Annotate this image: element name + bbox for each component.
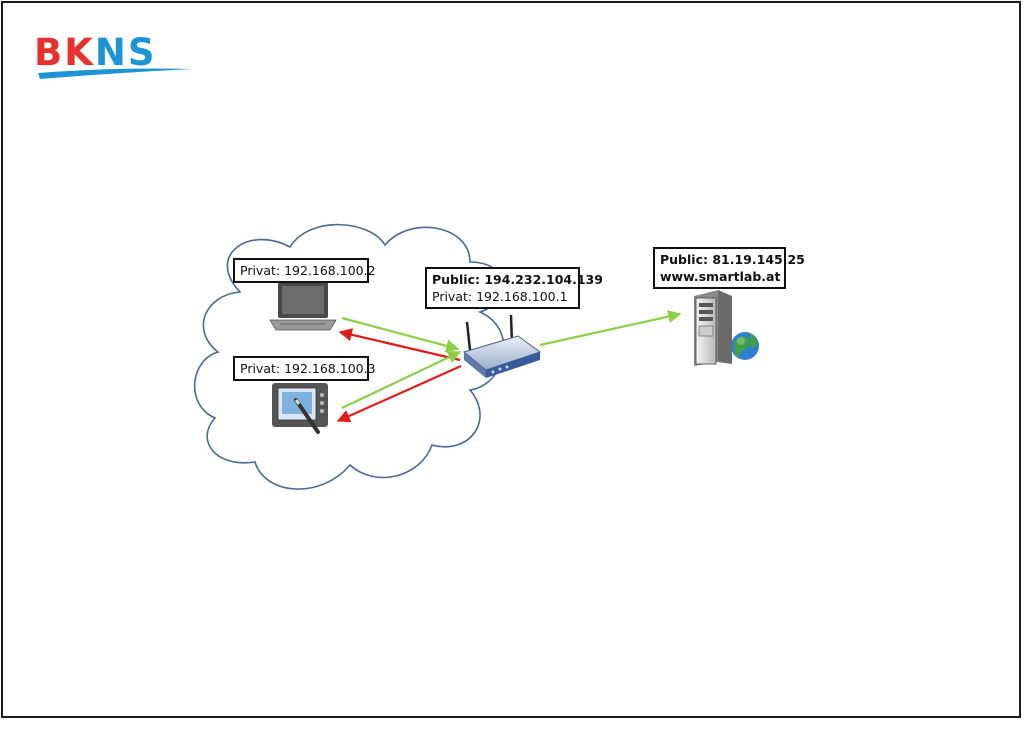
arrow-router-to-server bbox=[539, 310, 682, 347]
laptop-icon bbox=[269, 282, 337, 331]
tablet-ip-label: Privat: 192.168.100.3 bbox=[233, 356, 376, 381]
arrow-router-to-laptop bbox=[338, 328, 461, 362]
tablet-private-ip: Privat: 192.168.100.3 bbox=[240, 361, 376, 376]
bkns-logo: BKNS bbox=[34, 33, 194, 83]
router-ip-label: Public: 194.232.104.139 Privat: 192.168.… bbox=[425, 267, 603, 309]
arrow-router-to-tablet bbox=[336, 364, 462, 423]
logo-swoosh bbox=[38, 68, 192, 79]
router-public-ip: Public: 194.232.104.139 bbox=[432, 272, 603, 287]
logo-text-blue: NS bbox=[94, 31, 157, 74]
router-private-ip: Privat: 192.168.100.1 bbox=[432, 289, 568, 304]
tablet-icon bbox=[272, 383, 328, 434]
logo-text-red: BK bbox=[34, 31, 95, 74]
router-icon bbox=[462, 314, 542, 378]
globe-icon bbox=[731, 332, 759, 360]
server-hostname: www.smartlab.at bbox=[660, 269, 781, 284]
server-ip-label: Public: 81.19.145.25 www.smartlab.at bbox=[653, 247, 805, 289]
laptop-private-ip: Privat: 192.168.100.2 bbox=[240, 263, 376, 278]
server-public-ip: Public: 81.19.145.25 bbox=[660, 252, 805, 267]
arrow-tablet-to-router bbox=[341, 351, 462, 409]
logo-text: BKNS bbox=[34, 33, 157, 73]
server-icon bbox=[694, 290, 732, 366]
arrow-laptop-to-router bbox=[341, 316, 460, 353]
laptop-ip-label: Privat: 192.168.100.2 bbox=[233, 258, 376, 283]
